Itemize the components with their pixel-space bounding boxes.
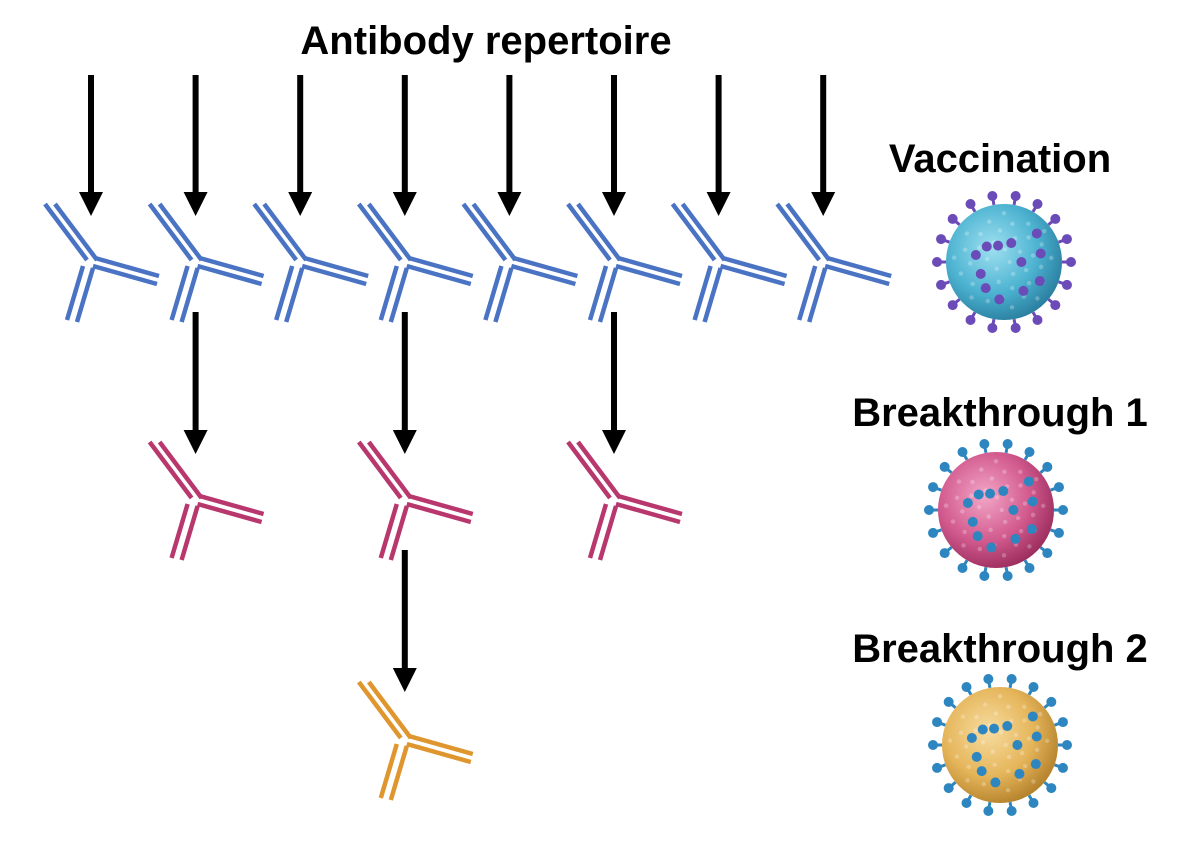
arrow-vaccination-to-breakthrough-1-4 [392,312,417,454]
antibody-breakthrough-1-2 [147,440,265,561]
antibodies [43,202,892,801]
diagram-title: Antibody repertoire [300,19,671,63]
antibody-vaccination-6 [566,202,683,323]
stage-label-breakthrough-1: Breakthrough 1 [852,391,1148,435]
antibody-vaccination-2 [147,202,265,323]
antibody-vaccination-8 [775,202,892,323]
virus-vaccination [932,191,1076,333]
arrows [79,75,836,692]
arrow-repertoire-to-vaccination-1 [79,75,103,216]
antibody-vaccination-3 [252,202,369,323]
antibody-vaccination-7 [670,202,788,323]
arrow-repertoire-to-vaccination-2 [183,75,208,216]
arrow-breakthrough-1-to-breakthrough-2-4 [392,550,417,692]
arrow-repertoire-to-vaccination-5 [497,75,522,216]
antibody-vaccination-4 [356,202,474,323]
stage-label-breakthrough-2: Breakthrough 2 [852,627,1148,671]
arrow-vaccination-to-breakthrough-1-6 [602,312,626,454]
stage-label-vaccination: Vaccination [889,137,1111,181]
viruses [924,191,1076,816]
antibody-breakthrough-1-4 [356,440,474,561]
arrow-repertoire-to-vaccination-7 [706,75,731,216]
antibody-breakthrough-2-4 [356,680,474,801]
arrow-repertoire-to-vaccination-8 [811,75,836,216]
virus-breakthrough-2 [928,674,1072,816]
antibody-vaccination-5 [461,202,579,323]
arrow-repertoire-to-vaccination-4 [392,75,417,216]
arrow-vaccination-to-breakthrough-1-2 [183,312,208,454]
arrow-repertoire-to-vaccination-3 [288,75,313,216]
antibody-breakthrough-1-6 [566,440,683,561]
arrow-repertoire-to-vaccination-6 [602,75,626,216]
antibody-vaccination-1 [43,202,160,323]
virus-breakthrough-1 [924,439,1068,581]
